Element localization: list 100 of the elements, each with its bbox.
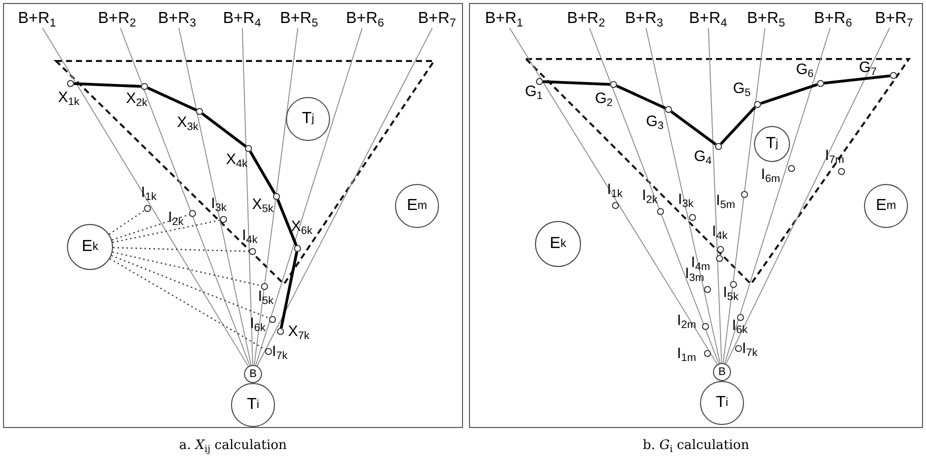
point-marker (688, 214, 696, 220)
point-label: I$_{7k}$ (272, 343, 288, 360)
point-label: I$_{5k}$ (723, 284, 739, 301)
point-marker (268, 316, 276, 322)
dotted-line (112, 214, 190, 240)
dotted-line (112, 252, 262, 286)
point-label: I$_{1k}$ (141, 184, 157, 201)
point-marker (788, 164, 794, 172)
ray-label: B+R$_{5}$ (280, 10, 318, 28)
point-label: I$_{6m}$ (761, 166, 780, 183)
ray-label: B+R$_{6}$ (346, 10, 384, 28)
point-label: X$_{3k}$ (177, 114, 198, 131)
point-label: I$_{4k}$ (712, 223, 728, 240)
point-marker (816, 80, 824, 86)
thick-line (276, 199, 298, 246)
ray-line (646, 28, 721, 364)
ray-label: B+R$_{6}$ (814, 10, 852, 28)
ray-label: B+R$_{1}$ (18, 10, 56, 28)
panel-frame (3, 3, 463, 428)
ray-label: B+R$_{2}$ (567, 10, 605, 28)
ray-label: B+R$_{2}$ (98, 10, 136, 28)
point-label: I$_{3k}$ (678, 191, 694, 208)
ray-label: B+R$_{7}$ (875, 10, 913, 28)
ray-label: B+R$_{5}$ (747, 10, 785, 28)
ray-line (42, 28, 249, 367)
point-label: G$_{5}$ (733, 80, 751, 97)
thick-line (280, 252, 298, 328)
dotted-line (111, 254, 270, 319)
point-marker (188, 210, 196, 216)
point-marker (276, 328, 284, 334)
thick-line (542, 80, 610, 86)
point-label: I$_{1m}$ (677, 345, 696, 362)
ray-line (256, 28, 433, 366)
point-marker (702, 322, 708, 330)
circle-node: B (713, 363, 731, 381)
point-marker (244, 144, 252, 152)
circle-node: B (244, 365, 262, 383)
point-label: I$_{5m}$ (716, 192, 736, 209)
point-marker (664, 106, 672, 112)
ray-line (509, 28, 718, 365)
caption: a. X$_{ij}$ calculation (179, 438, 287, 453)
point-marker (754, 100, 760, 108)
ray-line (589, 28, 720, 364)
thick-line (616, 84, 666, 110)
point-label: I$_{5k}$ (258, 288, 274, 305)
ray-label: B+R$_{7}$ (418, 10, 456, 28)
point-label: I$_{7k}$ (742, 340, 758, 357)
point-marker (716, 254, 722, 262)
point-marker (704, 286, 710, 292)
point-marker (734, 344, 742, 352)
thick-line (720, 106, 756, 145)
point-label: X$_{6k}$ (291, 218, 312, 235)
point-label: G$_{1}$ (525, 83, 543, 100)
point-label: I$_{2k}$ (642, 187, 658, 204)
point-marker (610, 80, 616, 88)
ray-label: B+R$_{3}$ (158, 10, 196, 28)
point-label: G$_{2}$ (595, 90, 613, 107)
point-marker (740, 190, 748, 198)
point-label: I$_{1k}$ (607, 181, 623, 198)
point-marker (66, 80, 74, 86)
point-label: I$_{6k}$ (732, 317, 748, 334)
point-marker (704, 350, 710, 356)
point-label: G$_{6}$ (796, 61, 814, 78)
point-label: X$_{5k}$ (252, 196, 274, 213)
point-marker (890, 72, 896, 78)
point-label: X$_{1k}$ (58, 89, 80, 106)
point-label: G$_{7}$ (859, 59, 877, 76)
point-marker (536, 78, 542, 84)
point-marker (730, 280, 736, 288)
point-label: I$_{3k}$ (211, 195, 227, 212)
point-marker (140, 82, 148, 90)
point-marker (838, 168, 844, 174)
ray-label: B+R$_{4}$ (223, 10, 261, 28)
ray-line (722, 28, 766, 364)
ray-line (178, 28, 252, 366)
point-label: I$_{6k}$ (250, 315, 266, 332)
point-label: X$_{2k}$ (126, 90, 148, 107)
thick-line (670, 110, 717, 146)
point-label: X$_{4k}$ (226, 151, 248, 168)
point-label: X$_{7k}$ (288, 323, 310, 340)
point-marker (144, 204, 150, 212)
point-marker (736, 314, 744, 320)
thick-line (147, 86, 197, 112)
ray-line (724, 28, 831, 364)
ray-line (255, 28, 363, 366)
ray-line (708, 28, 722, 364)
thick-line (201, 112, 247, 148)
dotted-line (108, 210, 145, 235)
point-marker (220, 216, 226, 222)
thick-line (824, 74, 890, 84)
thick-line (249, 150, 276, 194)
point-label: I$_{4m}$ (691, 254, 710, 271)
point-label: I$_{7m}$ (825, 147, 844, 164)
ray-label: B+R$_{3}$ (625, 10, 663, 28)
ray-label: B+R$_{1}$ (485, 10, 523, 28)
point-marker (612, 202, 618, 208)
caption: b. G$_{i}$ calculation (642, 438, 750, 453)
ray-label: B+R$_{4}$ (689, 10, 727, 28)
point-marker (264, 348, 272, 354)
point-label: I$_{2m}$ (677, 312, 696, 329)
